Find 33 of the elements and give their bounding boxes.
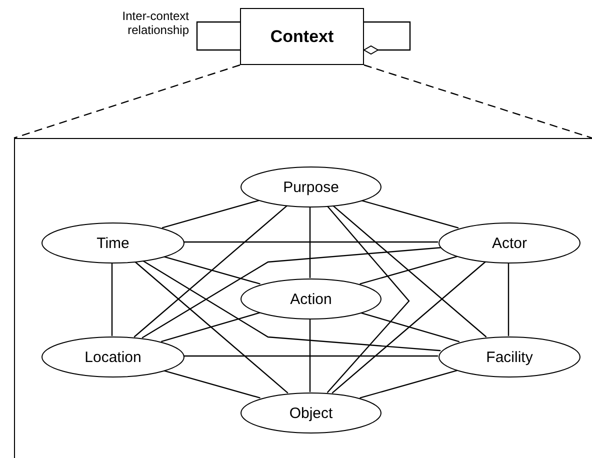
- connector-line: [111, 262, 113, 336]
- node-label: Purpose: [283, 178, 339, 196]
- node-label: Context: [270, 26, 334, 46]
- connector-line: [360, 199, 459, 228]
- connector-line: [162, 370, 260, 398]
- connector-line: [508, 262, 510, 336]
- node-label: Actor: [492, 234, 527, 252]
- connector-line: [360, 256, 459, 285]
- connector-line: [332, 260, 487, 394]
- connector-line: [142, 260, 441, 352]
- node-label: Facility: [486, 348, 533, 366]
- connector-line: [142, 247, 441, 338]
- connector-line: [326, 205, 410, 394]
- connector-line: [162, 200, 260, 228]
- node-label: Time: [96, 234, 130, 252]
- connector-line: [332, 204, 487, 338]
- expanded-frame: [14, 138, 592, 458]
- relationship-connector: [364, 21, 411, 54]
- node-label: Location: [84, 348, 142, 366]
- connector-line: [161, 312, 262, 342]
- node-label: Object: [289, 404, 333, 422]
- connector-line: [134, 204, 288, 338]
- node-label: Action: [290, 290, 332, 308]
- connector-line: [134, 260, 288, 394]
- context-box: [240, 8, 364, 65]
- connector-line: [183, 241, 438, 243]
- zoom-line: [13, 64, 592, 139]
- relationship-connector: [196, 21, 240, 51]
- connector-line: [162, 256, 260, 284]
- connector-line: [360, 370, 459, 399]
- connector-line: [309, 206, 311, 278]
- connector-line: [309, 318, 311, 392]
- connector-line: [183, 355, 438, 357]
